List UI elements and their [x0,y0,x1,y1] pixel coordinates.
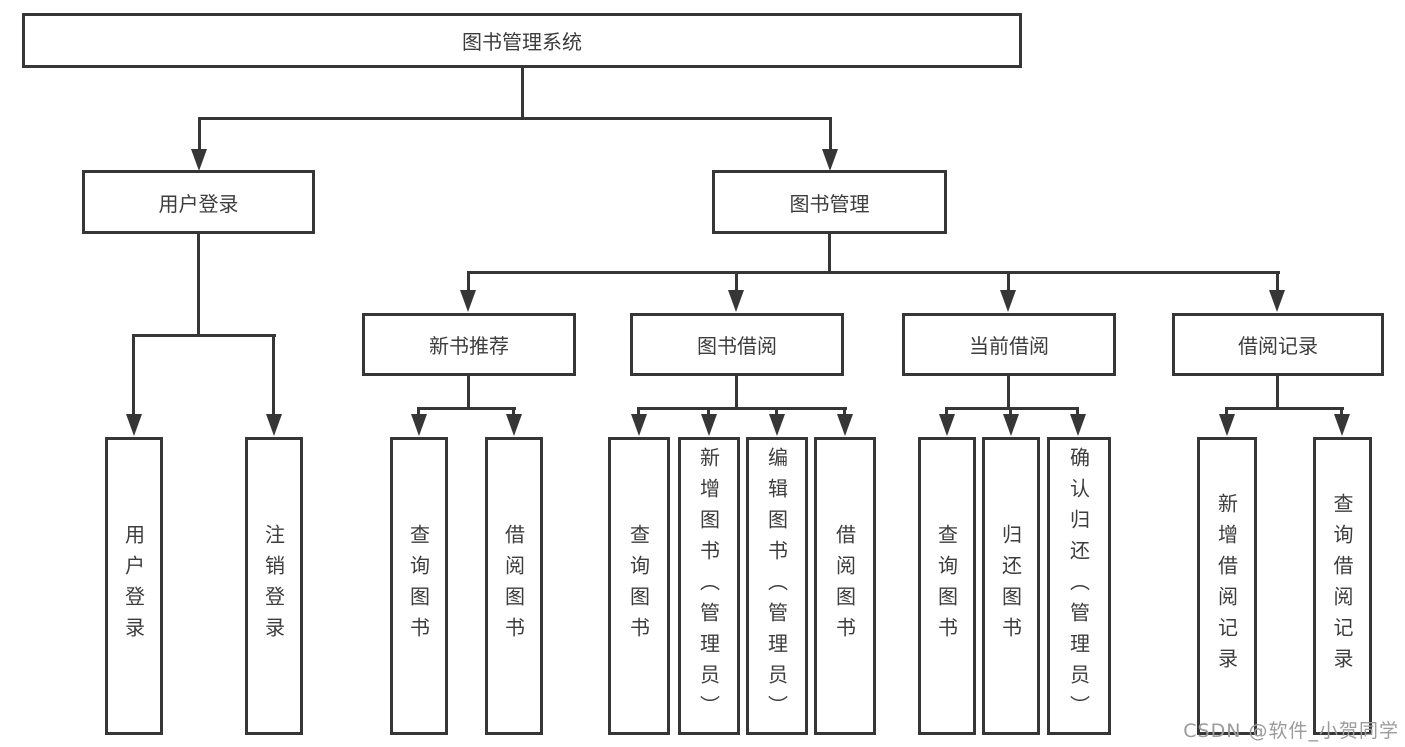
node-book-management: 图书管理 [712,170,947,234]
arrow-down-icon [728,290,744,312]
connector-line [1276,375,1279,410]
connector-line [828,233,831,274]
node-label: 借阅图书 [832,524,857,648]
arrow-down-icon [126,414,142,436]
connector-line [638,407,847,410]
node-label: 查询图书 [934,524,959,648]
node-label: 查询借阅记录 [1330,493,1354,679]
connector-line [1225,407,1228,417]
leaf-edit-book-admin: 编辑图书（管理员） [746,437,808,735]
arrow-down-icon [822,149,838,171]
connector-line [707,407,710,417]
watermark-text: CSDN @软件_小贺同学 [1183,720,1399,742]
node-label: 注销登录 [261,524,286,648]
node-label: 新书推荐 [429,334,509,358]
arrow-down-icon [1000,290,1016,312]
connector-line [467,271,470,292]
connector-line [198,117,832,120]
arrow-down-icon [939,414,955,436]
arrow-down-icon [837,414,853,436]
node-new-book-recommend: 新书推荐 [362,313,576,376]
arrow-down-icon [506,414,522,436]
connector-line [775,407,778,417]
node-root: 图书管理系统 [22,13,1022,68]
leaf-query-books-recommend: 查询图书 [390,437,448,735]
arrow-down-icon [266,414,282,436]
connector-line [133,334,276,337]
leaf-borrow-books-recommend: 借阅图书 [485,437,543,735]
node-label: 新增图书（管理员） [696,446,721,726]
connector-line [1076,407,1079,417]
connector-line [1007,271,1010,292]
connector-line [735,271,738,292]
arrow-down-icon [631,414,647,436]
node-label: 用户登录 [158,191,239,216]
connector-line [945,407,948,417]
connector-line [637,407,640,417]
leaf-confirm-return-admin: 确认归还（管理员） [1047,437,1111,735]
arrow-down-icon [1334,414,1350,436]
connector-line [418,407,516,410]
connector-line [1226,407,1344,410]
connector-line [1340,407,1343,417]
node-label: 用户登录 [121,524,146,648]
node-label: 新增借阅记录 [1214,493,1239,679]
node-label: 图书管理 [789,191,870,216]
connector-line [843,407,846,417]
connector-line [829,117,832,151]
arrow-down-icon [411,414,427,436]
connector-line [198,117,201,151]
arrow-down-icon [701,414,717,436]
connector-line [1007,375,1010,410]
leaf-add-book-admin: 新增图书（管理员） [678,437,740,735]
node-label: 归还图书 [998,524,1023,648]
arrow-down-icon [191,149,207,171]
leaf-query-books-current: 查询图书 [918,437,976,735]
leaf-query-borrow-record: 查询借阅记录 [1313,437,1372,735]
connector-line [521,68,524,120]
leaf-user-login: 用户登录 [105,437,163,735]
leaf-add-borrow-record: 新增借阅记录 [1197,437,1257,735]
connector-line [197,233,200,337]
arrow-down-icon [1219,414,1235,436]
leaf-borrow-books: 借阅图书 [814,437,876,735]
connector-line [132,334,135,416]
leaf-query-books-borrow: 查询图书 [608,437,670,735]
node-label: 借阅图书 [501,524,526,648]
node-user-login: 用户登录 [82,170,315,234]
connector-line [1009,407,1012,417]
arrow-down-icon [1003,414,1019,436]
node-label: 编辑图书（管理员） [764,446,789,726]
arrow-down-icon [1269,290,1285,312]
node-label: 图书管理系统 [462,30,582,54]
connector-line [512,407,515,417]
leaf-return-books: 归还图书 [982,437,1040,735]
node-label: 图书借阅 [697,334,777,358]
node-label: 查询图书 [406,524,431,648]
arrow-down-icon [769,414,785,436]
connector-line [735,375,738,410]
node-current-borrow: 当前借阅 [902,313,1116,376]
connector-line [272,334,275,416]
leaf-logout: 注销登录 [245,437,303,735]
connector-line [417,407,420,417]
arrow-down-icon [1070,414,1086,436]
connector-line [467,375,470,410]
node-borrow-records: 借阅记录 [1172,313,1384,376]
node-label: 当前借阅 [969,334,1049,358]
node-book-borrow: 图书借阅 [630,313,844,376]
connector-line [1276,271,1279,292]
arrow-down-icon [460,290,476,312]
connector-line [946,407,1079,410]
node-label: 借阅记录 [1238,334,1318,358]
node-label: 确认归还（管理员） [1066,446,1091,726]
node-label: 查询图书 [626,524,651,648]
connector-line [467,271,1280,274]
